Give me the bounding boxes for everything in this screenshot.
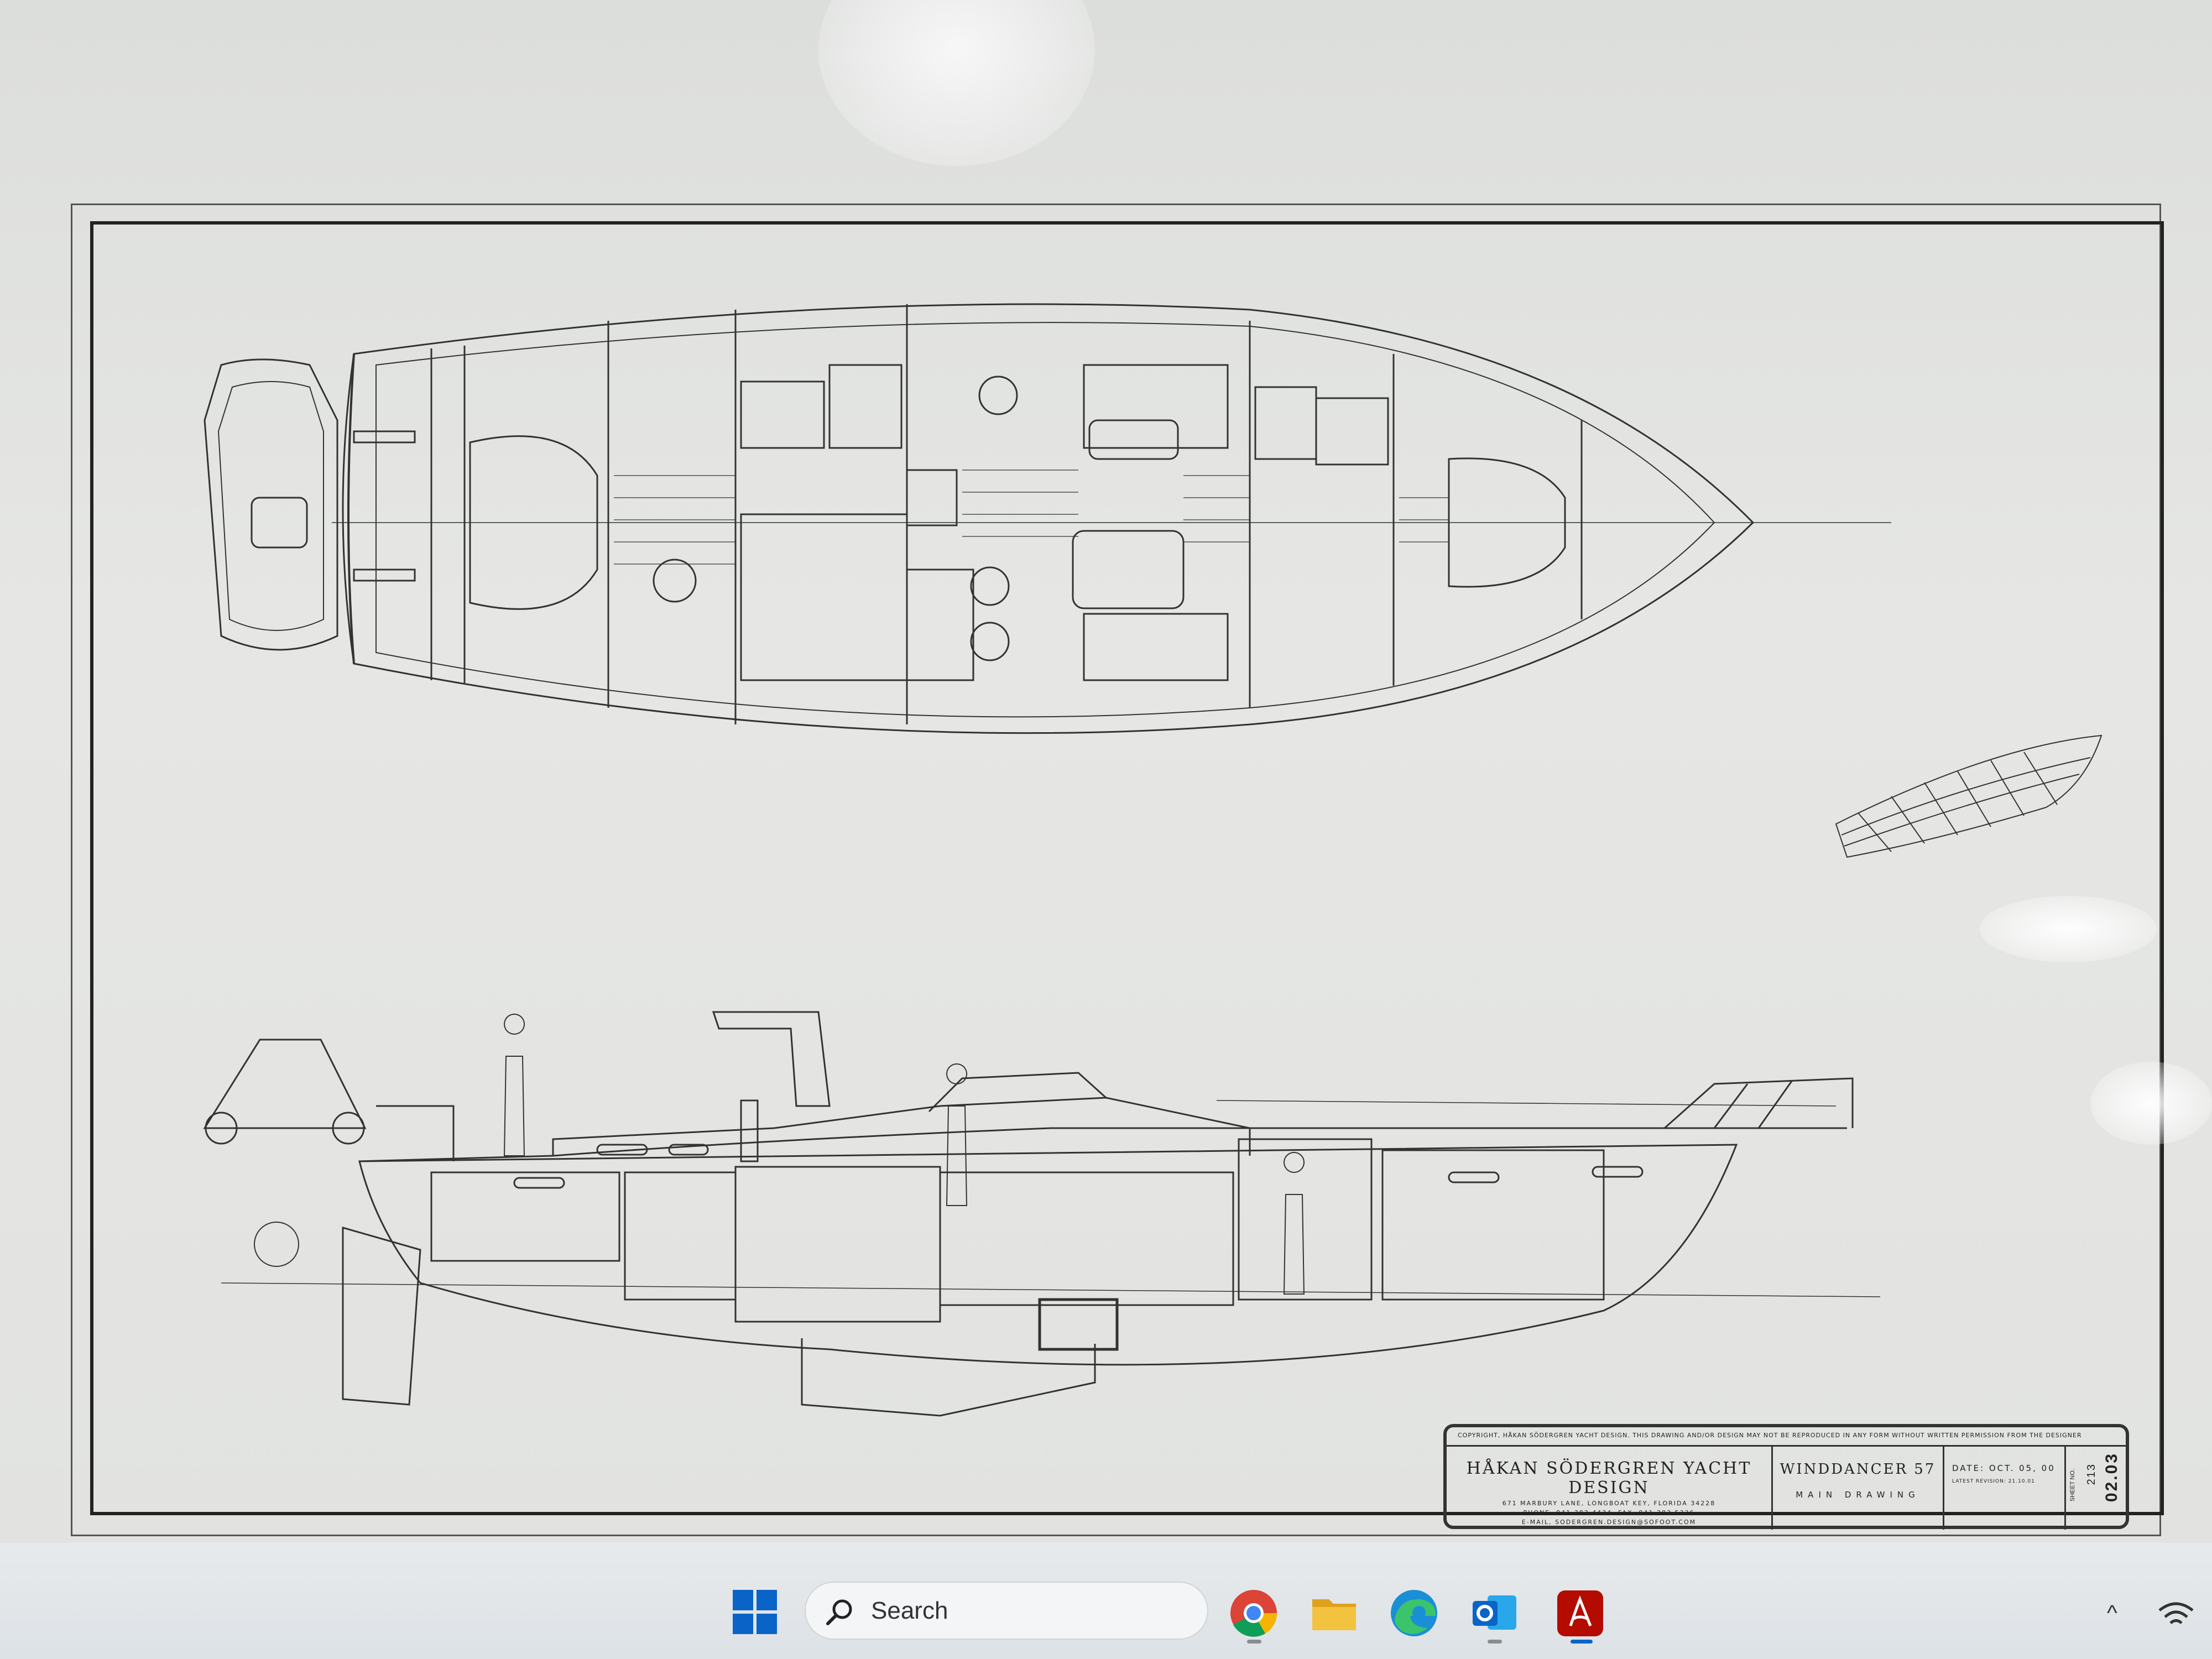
firm-email: E-MAIL, SODERGREN.DESIGN@SOFOOT.COM <box>1521 1519 1697 1526</box>
taskbar: Search ^ <box>0 1543 2212 1659</box>
rudder <box>342 1227 421 1406</box>
shower-fwd <box>1315 397 1389 466</box>
dinghy-plan <box>204 358 338 651</box>
copyright-notice: COPYRIGHT, HÅKAN SÖDERGREN YACHT DESIGN.… <box>1458 1432 2082 1439</box>
head-aft <box>740 380 825 449</box>
drawing-date: DATE: OCT. 05, 00 <box>1952 1463 2056 1473</box>
teak-deck-lines <box>614 469 1449 565</box>
saloon <box>734 1166 941 1323</box>
engine-room <box>624 1171 737 1301</box>
saloon-table <box>1072 530 1185 609</box>
engine <box>1038 1298 1119 1351</box>
dinghy-plan-inner <box>217 381 324 631</box>
deckhouse <box>552 1097 1251 1156</box>
person-silhouette <box>503 1014 525 1156</box>
saloon-table-top <box>1088 419 1179 460</box>
porthole <box>513 1177 565 1189</box>
galley <box>740 513 908 681</box>
porthole <box>1592 1166 1644 1178</box>
screen-glare <box>1980 896 2157 962</box>
firm-phone: PHONE, 941 383 4434, FAX, 941 383 5336 <box>1523 1509 1695 1516</box>
pilothouse-windshield <box>928 1072 1107 1113</box>
sheer-line <box>1216 1100 1837 1107</box>
profile-view <box>203 1011 1881 1417</box>
person-silhouette <box>1283 1152 1305 1295</box>
firm-name: HÅKAN SÖDERGREN YACHT DESIGN <box>1466 1459 1752 1498</box>
mast-step <box>740 1099 759 1162</box>
drawing-number: 02.03 <box>2103 1452 2121 1503</box>
deck-plan <box>204 303 1891 734</box>
taskbar-search-box[interactable]: Search <box>805 1582 1208 1640</box>
saloon-settee-top <box>1083 364 1229 449</box>
stool <box>970 566 1010 606</box>
cockpit <box>376 1105 455 1161</box>
sheet-label: SHEET NO. <box>2069 1469 2076 1502</box>
designer-cell: HÅKAN SÖDERGREN YACHT DESIGN 671 MARBURY… <box>1447 1447 1773 1530</box>
running-indicator <box>1247 1640 1261 1644</box>
person-silhouette <box>946 1063 968 1206</box>
chrome-icon[interactable] <box>1228 1587 1280 1640</box>
title-block: COPYRIGHT, HÅKAN SÖDERGREN YACHT DESIGN.… <box>1443 1424 2129 1530</box>
windows-start-icon[interactable] <box>733 1590 777 1634</box>
keel <box>801 1338 1096 1417</box>
propeller <box>254 1222 299 1267</box>
project-name: WINDDANCER 57 <box>1780 1461 1936 1478</box>
stern-transom <box>347 353 355 664</box>
running-indicator <box>1488 1640 1502 1644</box>
sheet-outer-border <box>71 204 2161 1536</box>
active-indicator <box>1571 1640 1593 1644</box>
galley-profile <box>939 1171 1234 1306</box>
stool <box>978 375 1018 415</box>
wifi-icon[interactable] <box>2157 1598 2195 1631</box>
hull-plan-outline <box>342 303 1755 734</box>
arch <box>712 1011 831 1107</box>
hull-plan-inner-line <box>375 322 1715 718</box>
aft-cabin-berth <box>469 435 598 610</box>
drawing-title: MAIN DRAWING <box>1796 1490 1920 1500</box>
yacht-drawing-canvas <box>203 303 2103 1417</box>
bow-pulpit <box>1664 1077 1854 1129</box>
search-icon <box>826 1599 852 1625</box>
stairs <box>906 469 958 526</box>
hull-3d-sketch <box>1835 734 2103 858</box>
outlook-icon[interactable] <box>1468 1587 1521 1640</box>
aft-cabin <box>430 1171 620 1262</box>
number-cell: SHEET NO. 213 02.03 <box>2066 1447 2126 1530</box>
job-number: 213 <box>2085 1463 2098 1485</box>
stool <box>970 622 1010 661</box>
porthole <box>668 1144 709 1156</box>
porthole <box>1448 1171 1500 1183</box>
screen-glare <box>2090 1062 2212 1145</box>
search-label: Search <box>871 1597 948 1624</box>
title-block-divider <box>1447 1445 2126 1447</box>
chevron-up-icon[interactable]: ^ <box>2107 1601 2117 1625</box>
firm-address: 671 MARBURY LANE, LONGBOAT KEY, FLORIDA … <box>1502 1500 1716 1507</box>
davit <box>353 568 416 582</box>
deck-line <box>359 1127 1847 1162</box>
drawing-frame <box>90 221 2164 1515</box>
forward-berth <box>1448 457 1566 588</box>
saloon-settee-bottom <box>1083 613 1229 681</box>
dinghy-console <box>251 497 308 549</box>
screen: COPYRIGHT, HÅKAN SÖDERGREN YACHT DESIGN.… <box>0 0 2212 1548</box>
fwd-head <box>1238 1138 1373 1301</box>
fwd-cabin <box>1381 1149 1605 1301</box>
porthole <box>596 1144 648 1156</box>
stool <box>653 559 697 603</box>
shower-aft <box>828 364 902 449</box>
hull-profile <box>358 1144 1738 1366</box>
nav-station <box>906 568 974 681</box>
date-cell: DATE: OCT. 05, 00 LATEST REVISION: 21.10… <box>1944 1447 2066 1530</box>
waterline <box>221 1282 1881 1297</box>
dinghy-profile <box>203 1039 367 1129</box>
latest-revision: LATEST REVISION: 21.10.01 <box>1952 1479 2035 1484</box>
edge-icon[interactable] <box>1388 1587 1441 1640</box>
acrobat-icon[interactable] <box>1554 1587 1606 1640</box>
project-cell: WINDDANCER 57 MAIN DRAWING <box>1773 1447 1944 1530</box>
file-explorer-icon[interactable] <box>1308 1587 1360 1640</box>
head-fwd <box>1254 386 1317 460</box>
davit <box>353 430 416 444</box>
